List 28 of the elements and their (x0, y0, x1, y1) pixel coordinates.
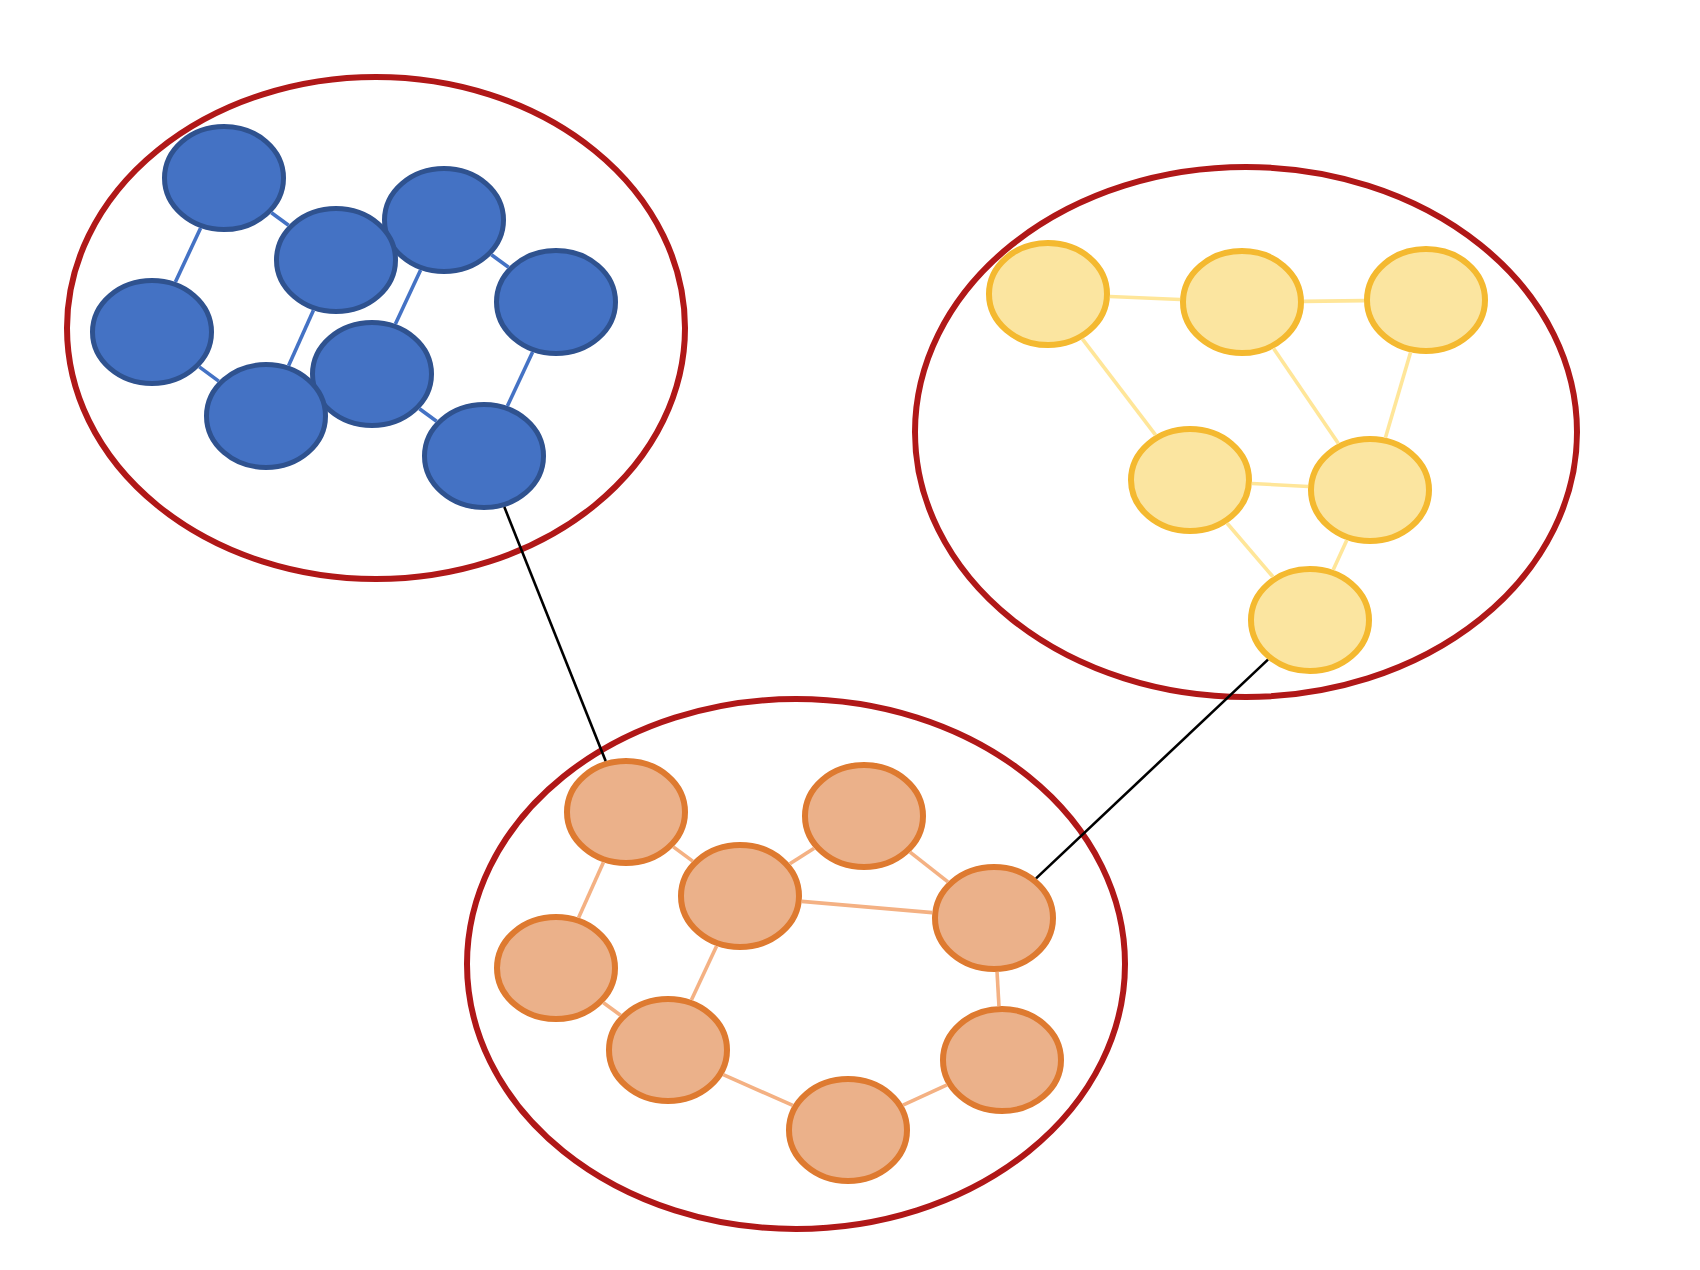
connector-line (1331, 539, 1349, 571)
connector-line (902, 1083, 948, 1107)
connector-line (801, 899, 933, 915)
connector-line (1272, 347, 1340, 445)
connector-line (503, 506, 607, 762)
connector-line (1225, 522, 1275, 578)
connector-line (689, 945, 719, 1001)
connector-line (418, 407, 438, 423)
connector-line (1251, 481, 1309, 489)
connector-line (576, 861, 606, 919)
connector-line (995, 971, 1001, 1007)
connector-line (505, 351, 535, 407)
connector-line (788, 846, 816, 866)
connector-line (393, 269, 423, 325)
connector-line (1383, 351, 1413, 439)
connector-line (722, 1072, 794, 1108)
connector-line (602, 1001, 622, 1017)
connector-line (490, 253, 510, 269)
connector-line (1109, 294, 1181, 302)
connector-line (1035, 658, 1269, 880)
connector-line (1080, 337, 1158, 437)
connector-line (173, 227, 203, 283)
connector-line (270, 211, 290, 227)
connector-line (672, 845, 694, 863)
connector-line (1303, 298, 1365, 304)
connector-line (908, 850, 950, 884)
connector-line (198, 365, 220, 383)
connector-line (286, 309, 316, 367)
